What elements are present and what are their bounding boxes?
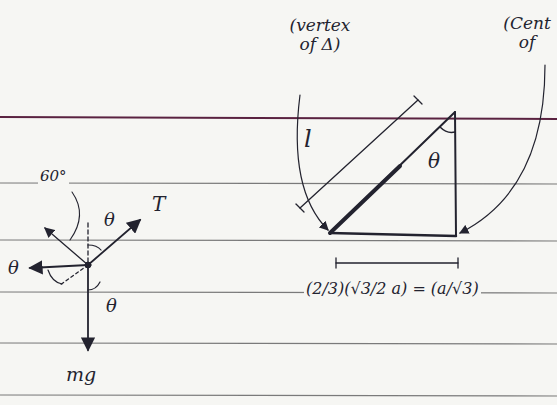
position-note: (Cent of: [500, 14, 554, 51]
angle-label: θ: [6, 258, 21, 278]
force-label: mg: [64, 364, 98, 385]
length-label: l: [302, 126, 314, 152]
angle-label: θ: [426, 150, 442, 172]
formula: (2/3)(√3/2 a) = (a/√3): [304, 280, 481, 298]
position-note: (vertex of Δ): [282, 16, 358, 53]
angle-label: θ: [102, 210, 117, 230]
angle-label: θ: [104, 296, 119, 316]
force-label: T: [150, 193, 167, 215]
angle-label: 60°: [38, 168, 69, 185]
